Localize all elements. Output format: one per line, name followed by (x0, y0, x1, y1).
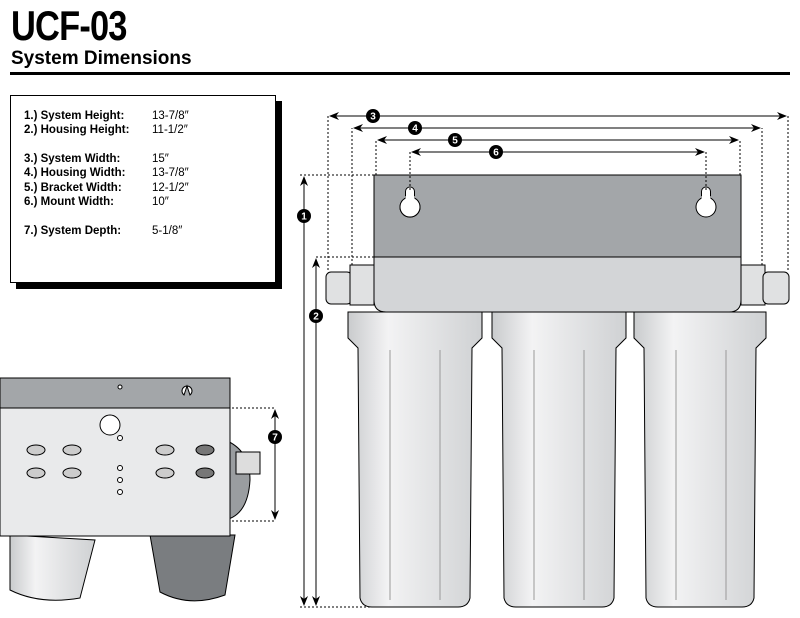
callout-4: 4 (408, 121, 422, 135)
spec-row: 7.) System Depth:5-1/8″ (24, 225, 183, 237)
callout-6: 6 (489, 145, 503, 159)
spec-row: 1.) System Height:13-7/8″ (24, 110, 189, 122)
callout-2: 2 (309, 309, 323, 323)
svg-text:4: 4 (412, 124, 418, 135)
callout-5: 5 (448, 133, 462, 147)
callout-3: 3 (366, 109, 380, 123)
spec-row: 5.) Bracket Width:12-1/2″ (24, 182, 189, 194)
page-title: UCF-03 (11, 2, 127, 49)
svg-text:5: 5 (452, 136, 458, 147)
fittings (325, 264, 790, 306)
divider (10, 72, 790, 75)
specifications-box: 1.) System Height:13-7/8″ 2.) Housing He… (10, 95, 276, 283)
front-view (300, 112, 790, 608)
callout-1: 1 (297, 209, 311, 223)
svg-text:6: 6 (493, 148, 499, 159)
svg-text:7: 7 (272, 433, 278, 444)
spec-row: 3.) System Width:15″ (24, 153, 169, 165)
mounting-bracket (373, 174, 742, 258)
svg-text:3: 3 (370, 112, 376, 123)
svg-text:1: 1 (301, 212, 307, 223)
bracket-band (373, 256, 742, 313)
spec-row: 4.) Housing Width:13-7/8″ (24, 167, 189, 179)
callouts: 1 2 3 4 5 6 7 (268, 109, 503, 444)
callout-7: 7 (268, 430, 282, 444)
spec-row: 2.) Housing Height:11-1/2″ (24, 124, 188, 136)
housings (347, 311, 767, 608)
page-subtitle: System Dimensions (11, 48, 192, 69)
spec-row: 6.) Mount Width:10″ (24, 196, 169, 208)
side-view (0, 377, 279, 602)
svg-text:2: 2 (313, 312, 319, 323)
